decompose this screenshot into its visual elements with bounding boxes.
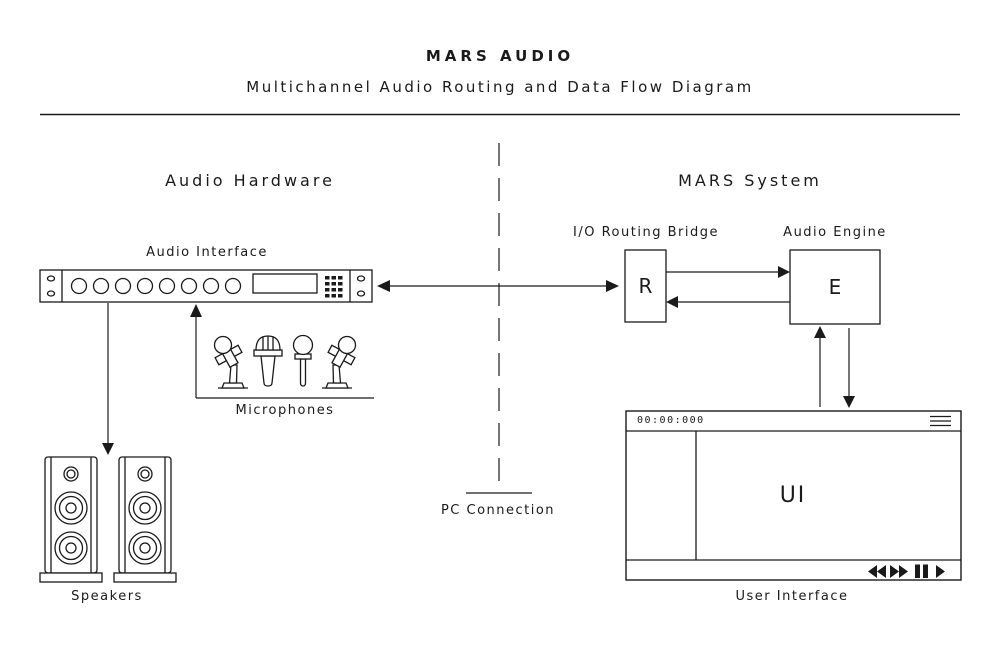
fast-forward-icon (890, 565, 908, 578)
audio-engine-label: Audio Engine (783, 225, 887, 240)
io-routing-bridge-label: I/O Routing Bridge (573, 225, 719, 240)
section-heading-mars-system: MARS System (678, 171, 822, 190)
speaker-right-drawing (113, 456, 177, 583)
section-heading-audio-hardware: Audio Hardware (165, 171, 335, 190)
user-interface-label: User Interface (735, 589, 849, 604)
pause-icon (915, 564, 928, 578)
page-title: MARS AUDIO (425, 47, 575, 65)
audio-interface-label: Audio Interface (146, 245, 268, 260)
arrow-ui-to-engine (814, 326, 826, 407)
pc-connection-divider (466, 143, 532, 494)
arrow-microphones-interface (190, 304, 374, 399)
pc-connection-label: PC Connection (440, 503, 556, 518)
page-subtitle: Multichannel Audio Routing and Data Flow… (246, 78, 754, 96)
microphone-icon-4 (322, 335, 357, 389)
arrow-interface-speakers (102, 303, 114, 455)
interface-led-grid (325, 276, 343, 298)
microphone-icon-1 (213, 335, 248, 389)
microphone-icon-2 (253, 335, 283, 387)
arrow-engine-to-ui (843, 328, 855, 408)
audio-interface-drawing (39, 269, 373, 303)
interface-knobs (70, 277, 242, 295)
speaker-left-drawing (39, 456, 103, 583)
audio-engine-box (789, 249, 881, 325)
interface-display (252, 273, 318, 294)
hamburger-menu-icon (930, 415, 951, 427)
microphones-label: Microphones (235, 403, 335, 418)
ui-content-label: UI (779, 483, 807, 508)
routing-bridge-letter: R (638, 274, 653, 298)
play-icon (936, 565, 945, 578)
speakers-label: Speakers (71, 589, 143, 604)
arrow-interface-bridge (377, 280, 619, 292)
audio-engine-letter: E (828, 275, 842, 299)
microphone-icon-3 (292, 334, 314, 387)
ui-window-drawing (625, 410, 962, 581)
arrow-bridge-to-engine (666, 266, 790, 278)
rewind-icon (868, 565, 886, 578)
routing-bridge-box (624, 249, 667, 323)
arrow-engine-to-bridge (666, 296, 790, 308)
ui-window-timecode: 00:00:000 (637, 415, 705, 426)
